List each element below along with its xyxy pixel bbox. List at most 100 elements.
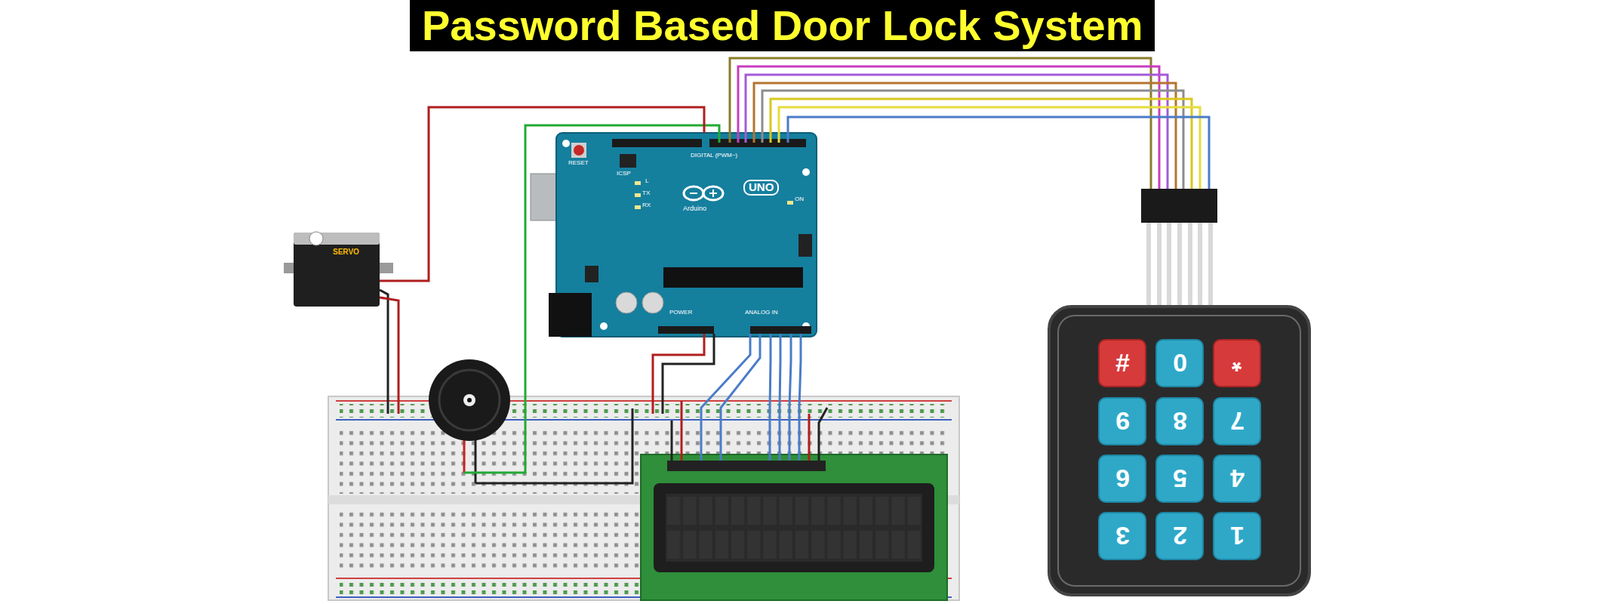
lcd-module-part: [653, 483, 935, 573]
key-label: 2: [1172, 521, 1188, 550]
key-label: 4: [1230, 464, 1245, 493]
key-label: 9: [1115, 406, 1130, 435]
arduino-board-part: [663, 267, 804, 288]
keypad-part: [1197, 222, 1203, 307]
arduino-board-part: [802, 168, 810, 176]
board-marking: TX: [642, 190, 650, 197]
servo-node: SERVO: [293, 232, 380, 307]
keypad-part: [1146, 222, 1151, 307]
keypad-part: [1049, 306, 1310, 595]
title-banner: Password Based Door Lock System: [409, 0, 1155, 52]
board-marking: RX: [642, 202, 651, 210]
buzzer-wires: [464, 125, 720, 484]
arduino-board-part: [798, 233, 813, 257]
lcd-wires-part: [818, 407, 828, 461]
arduino-board-part: [573, 144, 585, 156]
lcd-wires-part: [789, 333, 791, 461]
servo-motor-part: [379, 262, 394, 274]
arduino-board-part: [703, 186, 724, 200]
keypad-wires-part: [738, 66, 1160, 189]
lcd-module-part: [667, 460, 826, 471]
arduino-board-part: [584, 265, 599, 283]
keypad-key: 5: [1155, 454, 1204, 503]
keypad-key: 0: [1155, 338, 1204, 388]
key-label: 1: [1230, 521, 1245, 550]
arduino-board-part: [619, 153, 637, 168]
lcd-wires-part: [769, 333, 771, 461]
keypad-wires-part: [787, 116, 1210, 189]
key-label: 8: [1172, 406, 1188, 435]
breadboard-part: [335, 400, 952, 402]
arduino-board-part: [689, 192, 698, 194]
keypad-wires: [729, 58, 1210, 189]
buzzer-wires-part: [475, 408, 633, 484]
keypad-part: [1166, 222, 1172, 307]
arduino-board-part: [750, 326, 812, 334]
keypad-wires-part: [770, 98, 1192, 189]
servo-motor-part: [293, 232, 380, 307]
lcd-module-part: [640, 454, 948, 600]
key-label: 7: [1230, 406, 1245, 435]
arduino-board-part: [615, 292, 637, 314]
keypad-part: [1058, 315, 1301, 586]
keypad-key: 9: [1098, 396, 1147, 446]
lcd-wires-part: [670, 420, 674, 461]
key-label: 3: [1115, 521, 1130, 550]
keypad-key: *: [1212, 338, 1262, 388]
arduino-board-part: [571, 142, 587, 158]
buzzer-part: [463, 393, 476, 407]
breadboard: [328, 396, 960, 600]
arduino-board-part: [658, 326, 714, 334]
lcd-wires-part: [680, 400, 684, 461]
arduino-board-part: [612, 138, 702, 148]
arduino-board-part: [683, 186, 704, 200]
lcd-wires-part: [701, 333, 751, 461]
keypad: [1049, 188, 1310, 595]
keypad-key: 2: [1155, 511, 1204, 560]
lcd-module-part: [665, 493, 923, 562]
arduino-board-part: [642, 292, 664, 314]
arduino-board-node: RESETICSPLTXRXUNOArduinoONDIGITAL (PWM~)…: [556, 132, 817, 337]
arduino-board-part: [634, 193, 641, 197]
breadboard-part: [328, 396, 960, 600]
servo-motor-part: [379, 289, 388, 414]
lcd-wires-part: [720, 333, 760, 461]
key-label: 0: [1172, 348, 1188, 377]
arduino-board-part: [712, 189, 714, 197]
signal-wire: [379, 107, 705, 281]
servo-motor-part: [283, 262, 294, 274]
lcd-module-part: [665, 493, 923, 562]
board-marking: POWER: [669, 309, 693, 317]
board-marking: ON: [794, 196, 804, 204]
arduino-board-part: [787, 200, 794, 205]
lcd-module: [640, 454, 948, 600]
buzzer-part: [428, 359, 511, 441]
key-label: #: [1115, 348, 1130, 377]
servo-motor: [283, 231, 399, 414]
breadboard-part: [335, 418, 952, 421]
keypad-key: 7: [1212, 396, 1262, 446]
keypad-key: #: [1098, 338, 1147, 388]
board-marking: ANALOG IN: [744, 309, 779, 317]
keypad-wires-part: [729, 58, 1151, 189]
keypad-key: 3: [1098, 511, 1147, 560]
keypad-key: 4: [1212, 454, 1262, 503]
arduino-board-part: [600, 322, 608, 330]
key-label: *: [1231, 348, 1242, 377]
lcd-wires-part: [779, 333, 781, 461]
keypad-key: 1: [1212, 511, 1262, 560]
servo-motor-part: [293, 232, 380, 245]
keypad-part: [1156, 222, 1162, 307]
keypad-key: 6: [1098, 454, 1147, 503]
key-label: 5: [1172, 464, 1188, 493]
servo-motor-part: [309, 231, 324, 246]
arduino-board: [530, 132, 817, 337]
arduino-board-part: [548, 292, 592, 337]
board-marking: UNO: [743, 179, 779, 196]
board-marking: Arduino: [683, 205, 707, 213]
arduino-board-part: [556, 132, 817, 337]
keypad-part: [1208, 222, 1213, 307]
part-label: SERVO: [332, 247, 360, 256]
